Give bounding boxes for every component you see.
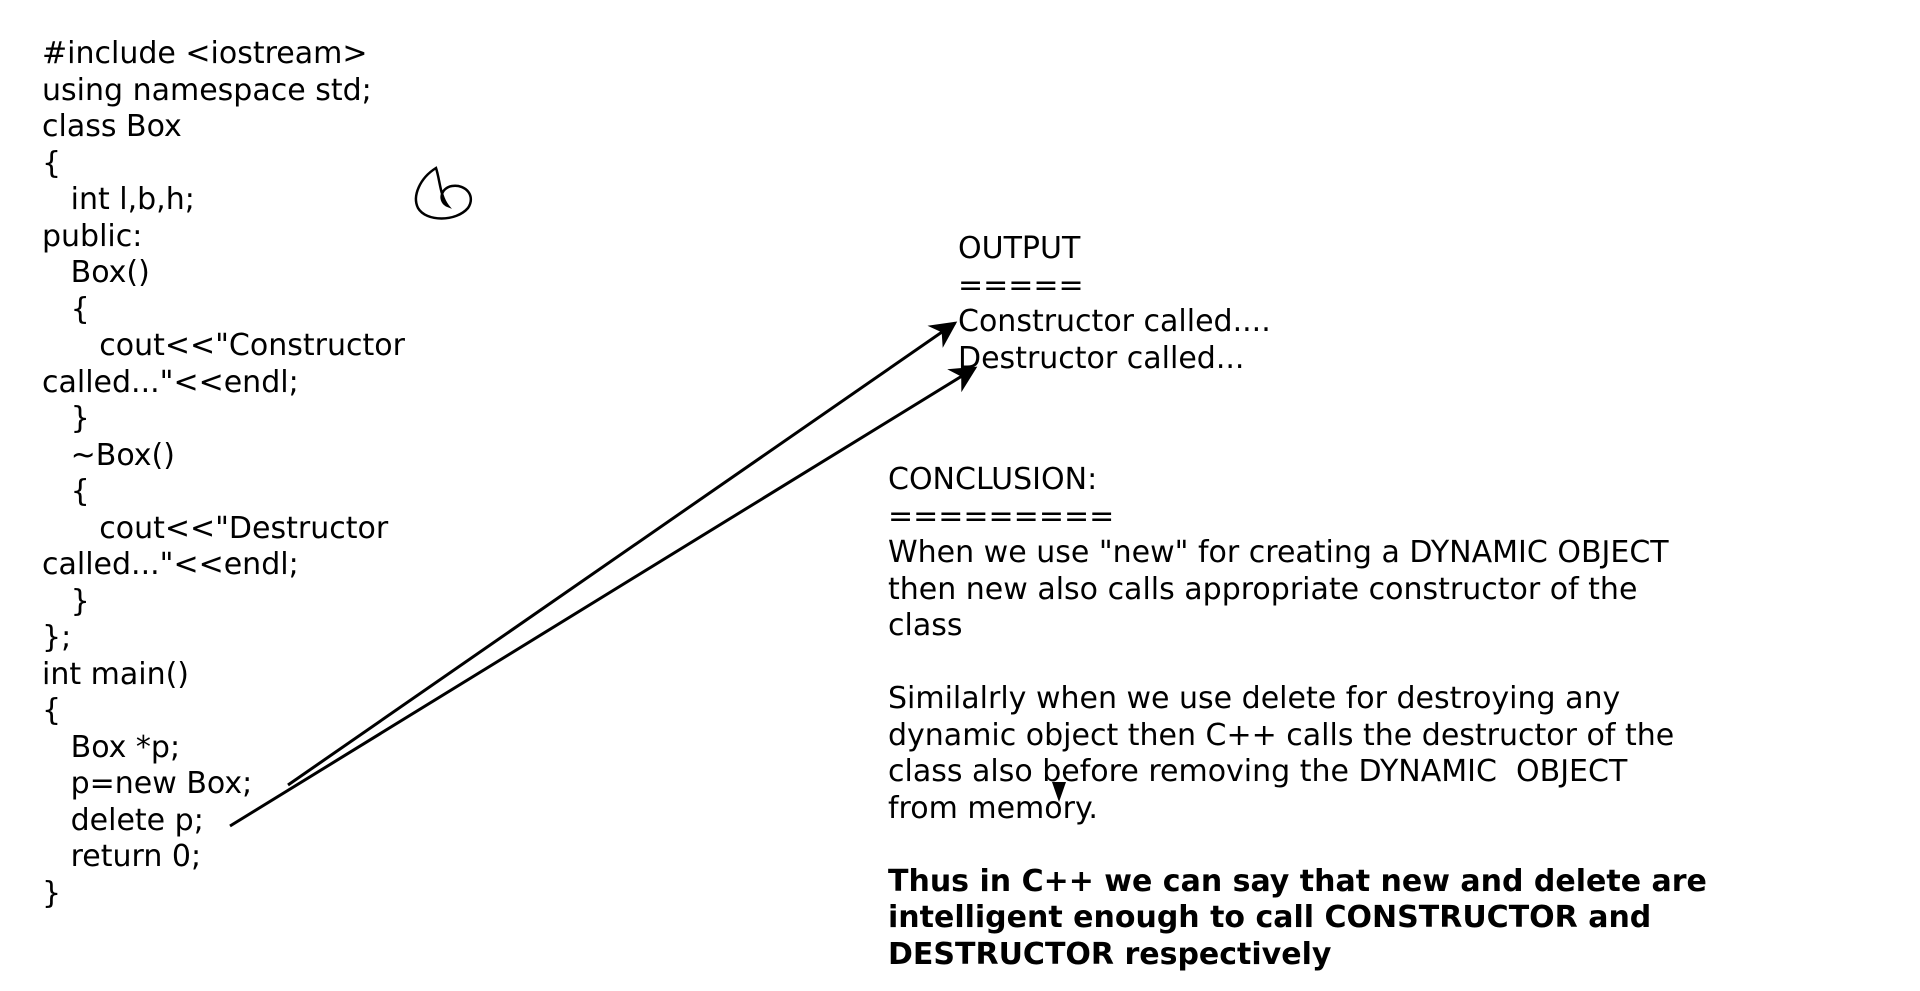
output-heading: OUTPUT — [958, 231, 1081, 266]
output-line-constructor: Constructor called.... — [958, 304, 1271, 339]
paragraph-line: When we use "new" for creating a DYNAMIC… — [888, 535, 1669, 570]
conclusion-paragraph-delete: Similalrly when we use delete for destro… — [888, 681, 1728, 827]
code-line: } — [42, 875, 62, 911]
code-line: public: — [42, 218, 143, 254]
conclusion-block: CONCLUSION: ========= When we use "new" … — [888, 462, 1728, 973]
conclusion-paragraph-new: When we use "new" for creating a DYNAMIC… — [888, 535, 1728, 645]
code-line: int main() — [42, 656, 190, 692]
code-line: { — [42, 291, 90, 327]
code-line: p=new Box; — [42, 766, 253, 801]
paragraph-line: dynamic object then C++ calls the destru… — [888, 717, 1675, 753]
paragraph-line: class — [888, 608, 963, 643]
code-line: called..."<<endl; — [42, 547, 299, 582]
code-line: using namespace std; — [42, 72, 372, 108]
code-line: return 0; — [42, 839, 202, 874]
paragraph-line: class also before removing the DYNAMIC O… — [888, 754, 1628, 789]
code-line: { — [42, 474, 90, 509]
code-line: { — [42, 145, 62, 181]
summary-line: DESTRUCTOR respectively — [888, 936, 1332, 972]
code-line: #include <iostream> — [42, 36, 368, 71]
paragraph-line: then new also calls appropriate construc… — [888, 571, 1638, 607]
code-listing: #include <iostream> using namespace std;… — [42, 36, 405, 912]
code-line: int l,b,h; — [42, 182, 195, 217]
output-block: OUTPUT ===== Constructor called.... Dest… — [958, 231, 1271, 377]
summary-line: Thus in C++ we can say that new and dele… — [888, 863, 1707, 899]
output-underline: ===== — [958, 267, 1084, 303]
code-line: called..."<<endl; — [42, 364, 299, 400]
conclusion-summary: Thus in C++ we can say that new and dele… — [888, 864, 1728, 974]
code-line: { — [42, 693, 62, 728]
code-line: } — [42, 583, 90, 619]
paragraph-line: from memory. — [888, 790, 1098, 826]
code-line: }; — [42, 620, 72, 655]
conclusion-heading: CONCLUSION: — [888, 462, 1098, 497]
code-line: Box() — [42, 255, 150, 290]
code-line: cout<<"Destructor — [42, 510, 389, 546]
code-line: class Box — [42, 109, 182, 144]
code-line: ~Box() — [42, 437, 175, 473]
conclusion-underline: ========= — [888, 498, 1115, 534]
code-line: Box *p; — [42, 729, 181, 765]
pen-cursor-icon — [414, 166, 473, 220]
code-line: } — [42, 401, 90, 436]
code-line: cout<<"Constructor — [42, 328, 405, 363]
code-line: delete p; — [42, 802, 204, 838]
output-line-destructor: Destructor called... — [958, 340, 1245, 376]
paragraph-line: Similalrly when we use delete for destro… — [888, 681, 1621, 716]
summary-line: intelligent enough to call CONSTRUCTOR a… — [888, 900, 1652, 935]
